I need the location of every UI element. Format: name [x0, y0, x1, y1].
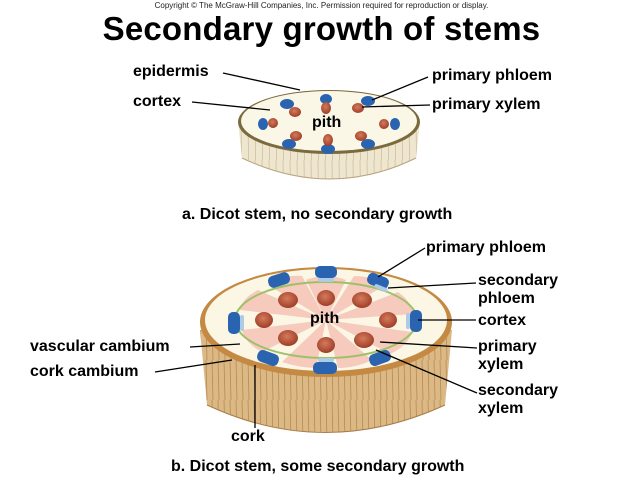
label-primary-phloem-b: primary phloem — [426, 239, 547, 256]
leader-lines-a — [191, 72, 431, 111]
label-pith-a: pith — [312, 114, 342, 131]
caption-b: b. Dicot stem, some secondary growth — [171, 458, 465, 475]
copyright-notice: Copyright © The McGraw-Hill Companies, I… — [154, 1, 489, 10]
label-pith-b: pith — [310, 310, 340, 327]
label-cortex-b: cortex — [478, 312, 527, 329]
label-cortex-a: cortex — [133, 93, 182, 110]
label-secondary-xylem-2: xylem — [478, 400, 524, 417]
label-secondary-xylem-1: secondary — [478, 382, 559, 399]
dicot-stem-a — [191, 72, 431, 180]
label-vascular-cambium: vascular cambium — [30, 338, 170, 355]
primary-xylem-b — [255, 290, 397, 353]
vascular-bundles-a — [258, 94, 400, 154]
secondary-phloem-bands — [240, 278, 410, 362]
label-cork-cambium: cork cambium — [30, 363, 139, 380]
phloem-bundles-b — [228, 266, 422, 374]
page-title: Secondary growth of stems — [102, 10, 541, 47]
label-primary-xylem-1: primary — [478, 338, 537, 355]
label-primary-phloem-a: primary phloem — [432, 67, 553, 84]
dicot-stem-b — [154, 247, 478, 433]
caption-a: a. Dicot stem, no secondary growth — [182, 206, 453, 223]
label-cork: cork — [231, 428, 265, 445]
label-primary-xylem-a: primary xylem — [432, 96, 541, 113]
label-secondary-phloem-1: secondary — [478, 272, 559, 289]
leader-lines-b — [154, 247, 478, 428]
label-primary-xylem-2: xylem — [478, 356, 524, 373]
label-epidermis-a: epidermis — [133, 63, 209, 80]
label-secondary-phloem-2: phloem — [478, 290, 535, 307]
